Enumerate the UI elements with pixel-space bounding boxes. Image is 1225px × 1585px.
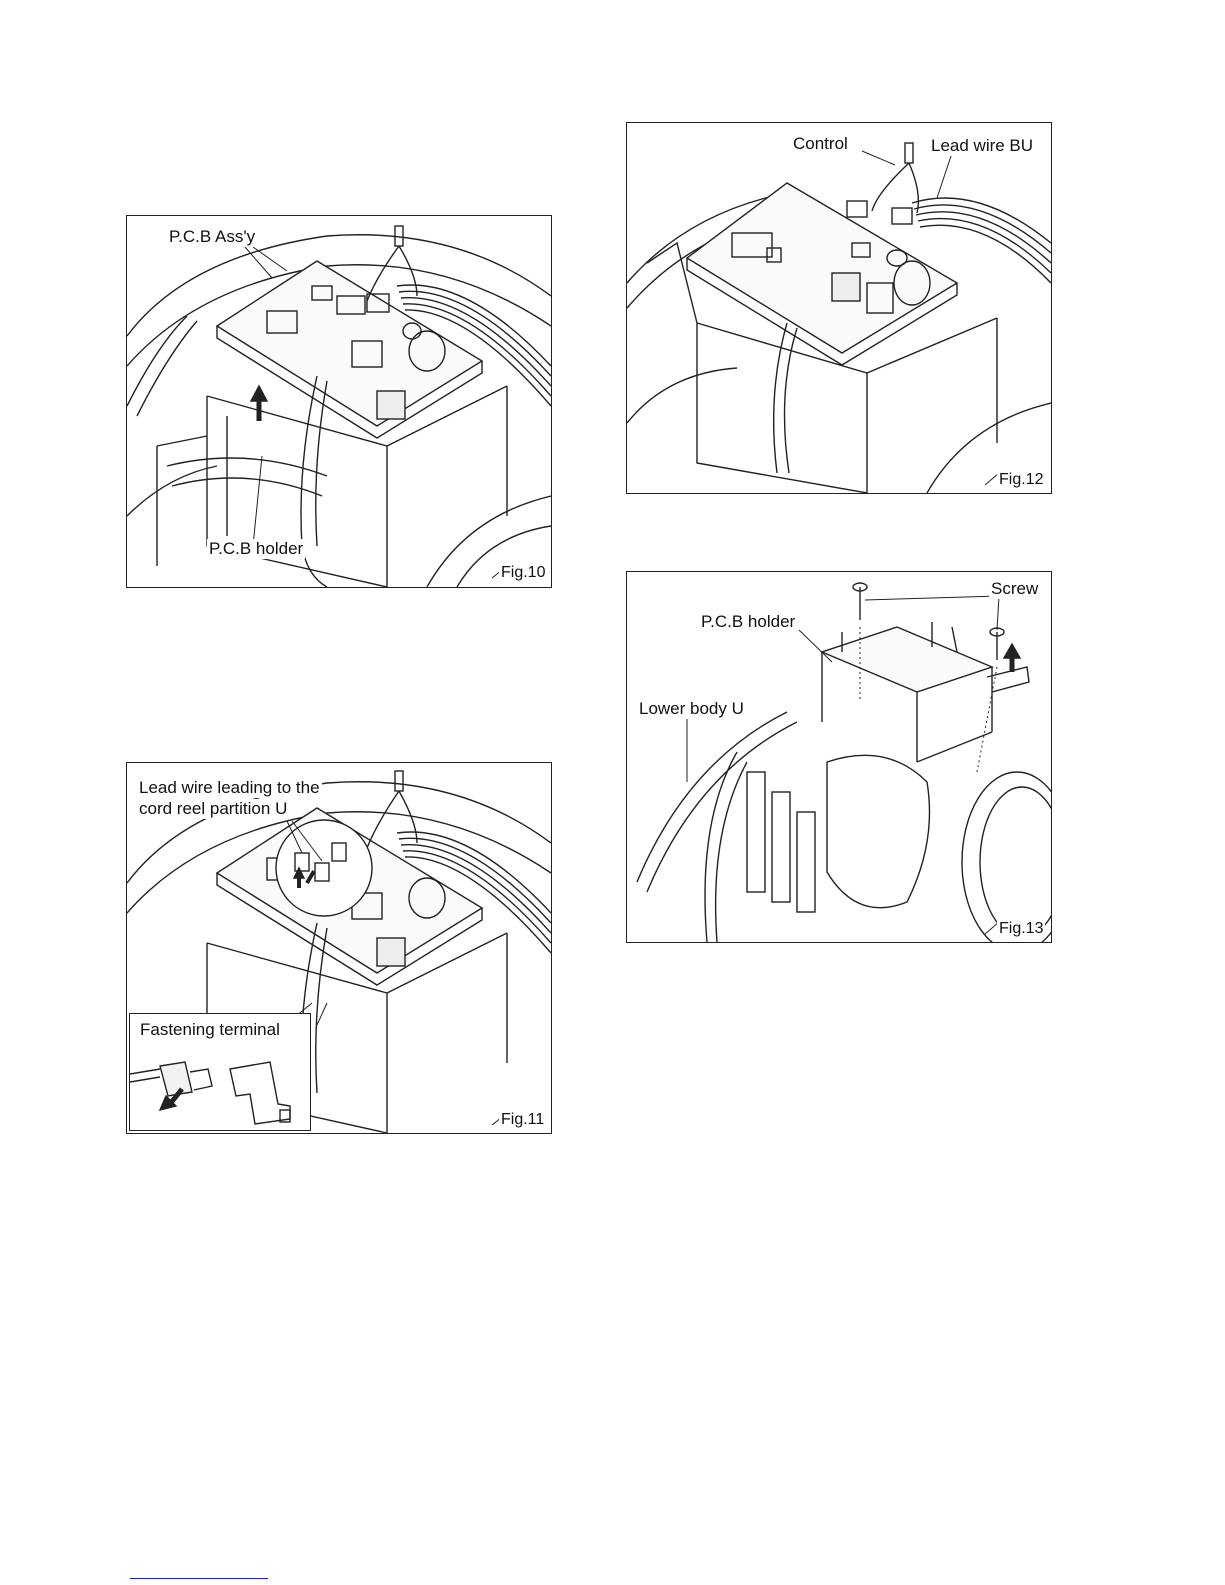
label-fastening-terminal: Fastening terminal: [138, 1020, 282, 1040]
fastening-terminal-inset: Fastening terminal: [129, 1013, 311, 1131]
footer-rule: [130, 1578, 268, 1579]
fig12-illustration: [627, 123, 1051, 493]
figure-number: Fig.10: [499, 564, 547, 582]
label-lead-wire-line2: cord reel partition U: [137, 799, 289, 819]
label-lower-body: Lower body U: [637, 699, 746, 719]
figure-number: Fig.12: [997, 471, 1045, 489]
label-control: Control: [791, 134, 850, 154]
label-lead-wire-line1: Lead wire leading to the: [137, 778, 322, 798]
label-lead-wire-bu: Lead wire BU: [929, 136, 1035, 156]
fig13-illustration: [627, 572, 1051, 942]
label-pcb-holder: P.C.B holder: [699, 612, 797, 632]
figure-number: Fig.13: [997, 920, 1045, 938]
figure-11: Lead wire leading to the cord reel parti…: [126, 762, 552, 1134]
figure-10: P.C.B Ass'y P.C.B holder Fig.10: [126, 215, 552, 588]
label-pcb-assy: P.C.B Ass'y: [167, 227, 257, 247]
figure-13: Screw P.C.B holder Lower body U Fig.13: [626, 571, 1052, 943]
figure-12: Control Lead wire BU Fig.12: [626, 122, 1052, 494]
label-pcb-holder: P.C.B holder: [207, 539, 305, 559]
fig10-illustration: [127, 216, 551, 587]
label-screw: Screw: [989, 579, 1040, 599]
figure-number: Fig.11: [499, 1111, 546, 1129]
